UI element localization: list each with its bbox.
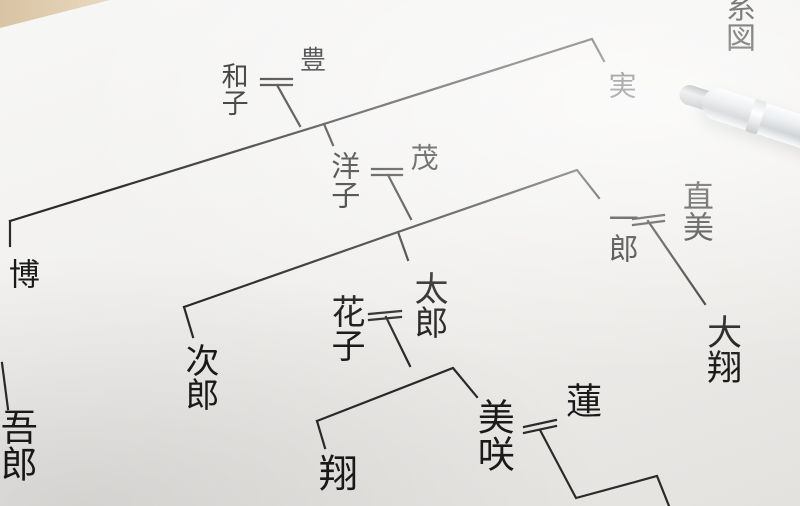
node-hiroto: 大翔 bbox=[701, 314, 742, 384]
node-ren: 蓮 bbox=[560, 382, 602, 418]
node-minoru: 実 bbox=[604, 71, 638, 99]
node-taro: 太郎 bbox=[408, 271, 449, 339]
marriage-line-taro-hanako bbox=[367, 309, 403, 322]
line-left-drop bbox=[0, 361, 10, 411]
node-misaki: 美咲 bbox=[471, 398, 515, 472]
node-kazuko: 和子 bbox=[216, 62, 248, 116]
family-tree-title: 系図 bbox=[720, 0, 755, 52]
line-ren-misaki-children bbox=[538, 428, 671, 506]
line-to-shigeru bbox=[322, 122, 335, 147]
node-naomi: 直美 bbox=[676, 180, 713, 242]
line-taro-hanako-children bbox=[384, 315, 412, 368]
node-ichiro: 一郎 bbox=[602, 203, 638, 263]
node-shigeru: 茂 bbox=[406, 143, 440, 171]
marriage-line-shigeru-yoko bbox=[370, 167, 404, 177]
node-yoko: 洋子 bbox=[326, 151, 361, 209]
node-shota: 翔 bbox=[312, 453, 358, 492]
node-toyo: 豊 bbox=[295, 46, 326, 72]
node-goro: 吾郎 bbox=[0, 408, 38, 482]
line-shigeru-children-drop bbox=[386, 173, 413, 221]
line-third-generation bbox=[315, 366, 479, 423]
line-shota-drop bbox=[315, 419, 327, 450]
line-second-generation bbox=[182, 168, 601, 309]
line-toyo-children-drop bbox=[275, 83, 302, 128]
line-jiro-drop bbox=[182, 305, 195, 339]
node-jiro: 次郎 bbox=[179, 343, 220, 411]
node-hiroshi: 博 bbox=[2, 258, 39, 289]
line-to-taro bbox=[396, 230, 410, 262]
node-hanako: 花子 bbox=[325, 294, 366, 362]
